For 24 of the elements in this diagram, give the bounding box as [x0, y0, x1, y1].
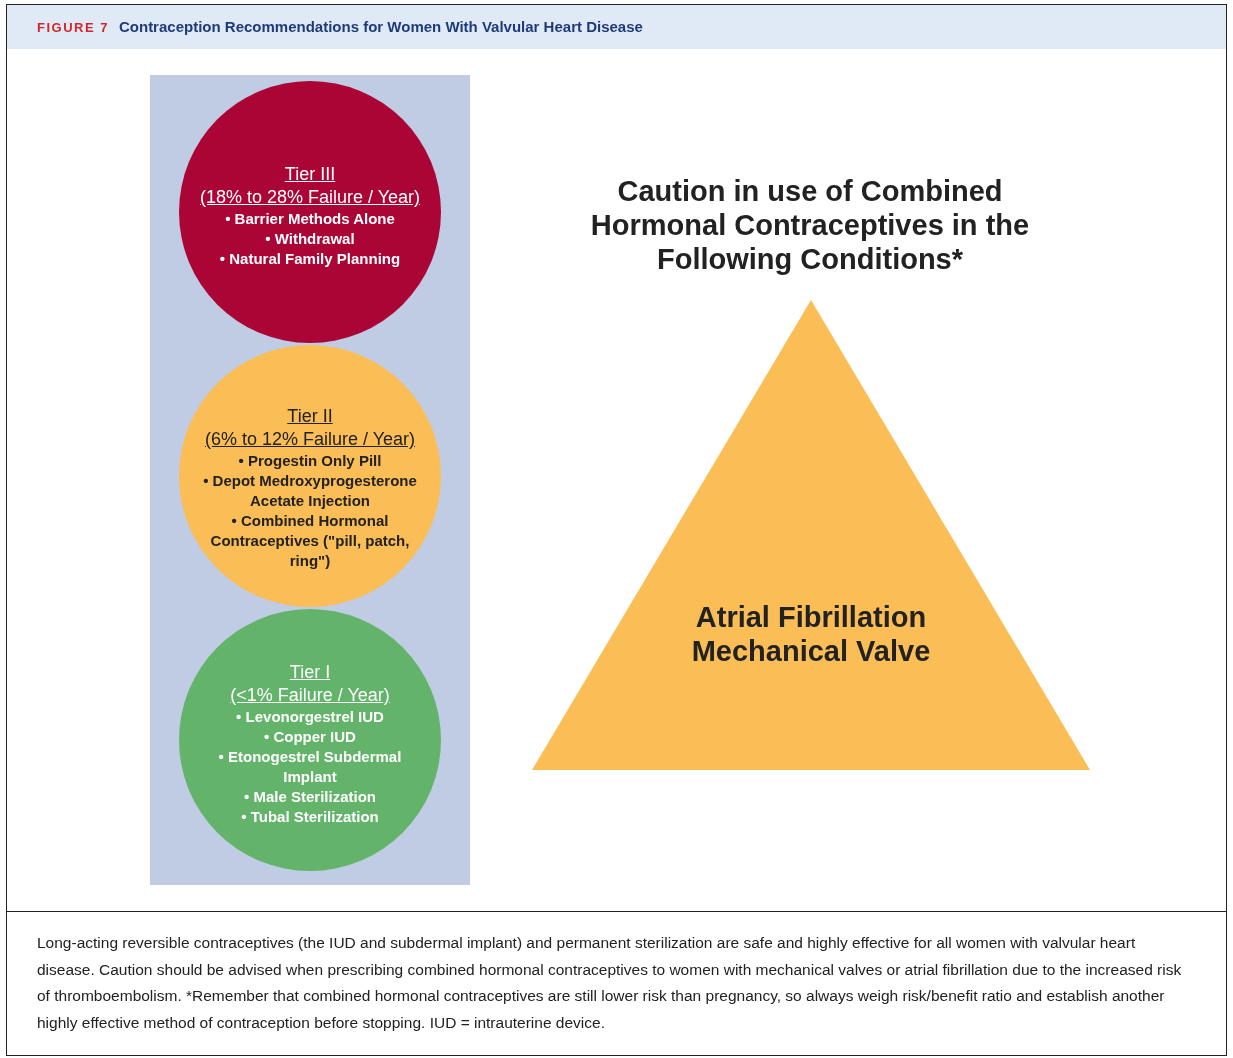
method-item: • Natural Family Planning [218, 249, 402, 269]
figure-title: Contraception Recommendations for Women With Valvular Heart Disease [118, 18, 643, 35]
method-item: • Barrier Methods Alone [224, 209, 396, 229]
method-item: • Copper IUD [263, 727, 357, 747]
method-item: • Depot Medroxyprogesterone Acetate Injection [202, 471, 418, 511]
failure-rate: (<1% Failure / Year) [229, 684, 391, 707]
method-item: • Combined Hormonal Contraceptives ("pill, patch, ring") [209, 511, 411, 571]
caution-heading: Caution in use of Combined Hormonal Contraceptives in the Following Conditions* [589, 174, 1031, 276]
method-item: • Etonogestrel Subdermal Implant [217, 747, 403, 787]
method-item: • Tubal Sterilization [240, 807, 380, 827]
method-item: • Withdrawal [264, 229, 356, 249]
method-item: • Male Sterilization [243, 787, 377, 807]
figure-number: FIGURE 7 [37, 20, 109, 35]
tier-heading: Tier III [283, 163, 337, 186]
method-item: • Progestin Only Pill [237, 451, 383, 471]
condition-text: Atrial Fibrillation [694, 600, 928, 634]
tier-band [150, 75, 470, 885]
failure-rate: (6% to 12% Failure / Year) [203, 428, 417, 451]
condition-text: Mechanical Valve [690, 634, 932, 668]
failure-rate: (18% to 28% Failure / Year) [198, 186, 422, 209]
caption-text: Long-acting reversible contraceptives (the IUD and subdermal implant) and permanent sterilization are safe and highly effective for all women with valvular heart disease. Caution should be advised when prescribing combined hormonal contraceptives to women with mechanical valves or atrial fibrillation due to the increased risk of thromboembolism. *Remember that combined hormonal contraceptives are still lower risk than pregnancy, so always weigh risk/benefit ratio and establish another highly effective method of contraception before stopping. IUD = intrauterine device. [37, 933, 1183, 1033]
tier-heading: Tier II [286, 405, 334, 428]
method-item: • Levonorgestrel IUD [235, 707, 385, 727]
tier-heading: Tier I [288, 661, 332, 684]
